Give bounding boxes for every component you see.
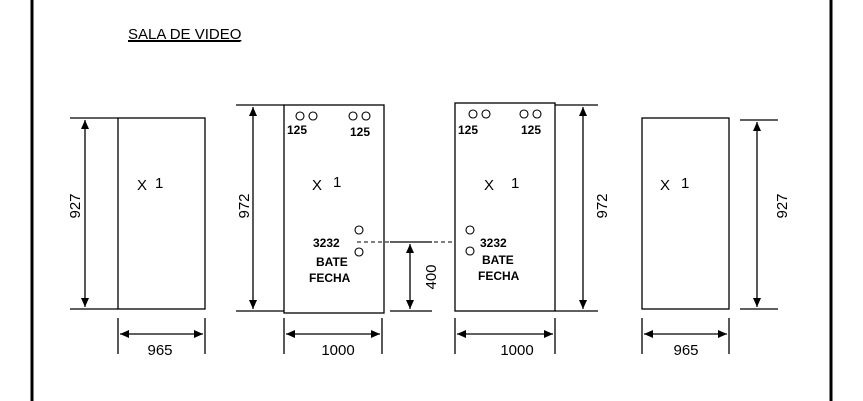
panel-1-outline xyxy=(117,117,206,310)
panel-2: 125 125 X 1 3232 BATE FECHA 972 1000 xyxy=(236,104,385,359)
panel-3-hardware-line1: BATE xyxy=(482,253,514,267)
panel-3: 125 125 X 1 3232 BATE FECHA 972 1000 xyxy=(454,102,611,359)
panel-4: X 1 927 965 xyxy=(641,117,791,359)
panel-4-width-label: 965 xyxy=(673,342,698,359)
panel-4-qty: 1 xyxy=(681,175,689,192)
panel-3-width-label: 1000 xyxy=(500,342,533,359)
panel-3-hardware-code: 3232 xyxy=(480,236,507,250)
panel-4-qty-label: X xyxy=(660,177,670,194)
panel-2-lock-hole xyxy=(354,247,364,257)
panel-4-outline xyxy=(641,117,730,310)
panel-3-qty: 1 xyxy=(511,175,519,192)
panel-2-hole xyxy=(361,111,371,121)
panel-1: X 1 927 965 xyxy=(67,117,206,359)
panel-3-hole-label-left: 125 xyxy=(458,123,478,137)
panel-2-hole-label-left: 125 xyxy=(287,123,307,137)
panel-3-lock-hole xyxy=(465,246,475,256)
panel-1-height-label: 927 xyxy=(67,193,84,218)
panel-2-hardware-code: 3232 xyxy=(313,236,340,250)
drawing-title: SALA DE VIDEO xyxy=(128,26,241,43)
panel-2-hole xyxy=(295,111,305,121)
panel-2-width-label: 1000 xyxy=(321,342,354,359)
panel-3-hole xyxy=(468,109,478,119)
panel-2-hole xyxy=(308,111,318,121)
panel-3-hole xyxy=(532,109,542,119)
panel-1-qty-label: X xyxy=(137,177,147,194)
panel-2-hardware-line2: FECHA xyxy=(309,271,351,285)
panel-2-hole xyxy=(348,111,358,121)
panel-2-hole-label-right: 125 xyxy=(350,125,370,139)
panel-3-hole-label-right: 125 xyxy=(521,123,541,137)
panel-2-height-label: 972 xyxy=(236,193,253,218)
panel-2-qty-label: X xyxy=(312,177,322,194)
panel-3-hole xyxy=(519,109,529,119)
panel-1-width-label: 965 xyxy=(147,342,172,359)
panel-4-height-label: 927 xyxy=(774,193,791,218)
panel-2-hardware-line1: BATE xyxy=(316,255,348,269)
panel-3-hardware-line2: FECHA xyxy=(478,269,520,283)
hardware-height-label: 400 xyxy=(423,264,440,289)
panel-3-outline xyxy=(454,102,556,312)
panel-2-outline xyxy=(283,104,385,314)
panel-3-qty-label: X xyxy=(484,177,494,194)
panel-3-hole xyxy=(481,109,491,119)
panel-1-qty: 1 xyxy=(155,175,163,192)
panel-3-lock-hole xyxy=(465,225,475,235)
hardware-height-dimension: 400 xyxy=(357,241,470,312)
panel-2-qty: 1 xyxy=(333,174,341,191)
panel-3-height-label: 972 xyxy=(594,193,611,218)
panel-2-lock-hole xyxy=(354,225,364,235)
